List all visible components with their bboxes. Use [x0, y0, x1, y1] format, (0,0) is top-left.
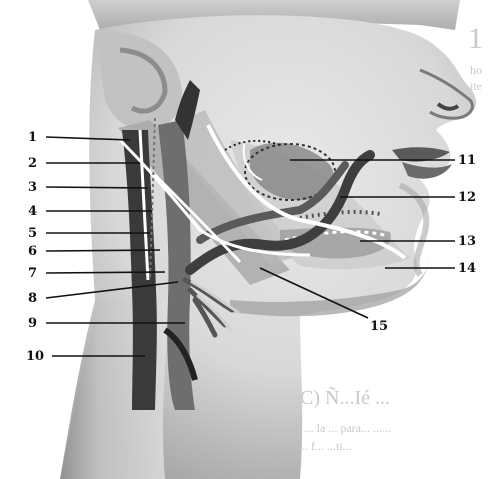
label-10: 10 [26, 349, 44, 364]
leader-3 [46, 187, 148, 188]
label-15: 15 [370, 319, 388, 334]
label-11: 11 [458, 153, 476, 168]
label-2: 2 [28, 156, 37, 171]
label-6: 6 [28, 244, 37, 259]
label-9: 9 [28, 316, 37, 331]
label-13: 13 [458, 234, 476, 249]
label-14: 14 [458, 261, 476, 276]
bleed-side-line-1: ho [470, 63, 482, 77]
label-3: 3 [28, 180, 37, 195]
bleed-bottom-heading: C) Ñ...Ié ... [300, 385, 390, 409]
label-12: 12 [458, 190, 476, 205]
leader-7 [46, 272, 165, 273]
label-7: 7 [28, 266, 37, 281]
leader-6 [46, 250, 160, 251]
label-1: 1 [28, 130, 37, 145]
label-8: 8 [28, 291, 37, 306]
label-5: 5 [28, 226, 37, 241]
bleed-margin-char: 1 [468, 22, 483, 55]
label-4: 4 [28, 204, 37, 219]
